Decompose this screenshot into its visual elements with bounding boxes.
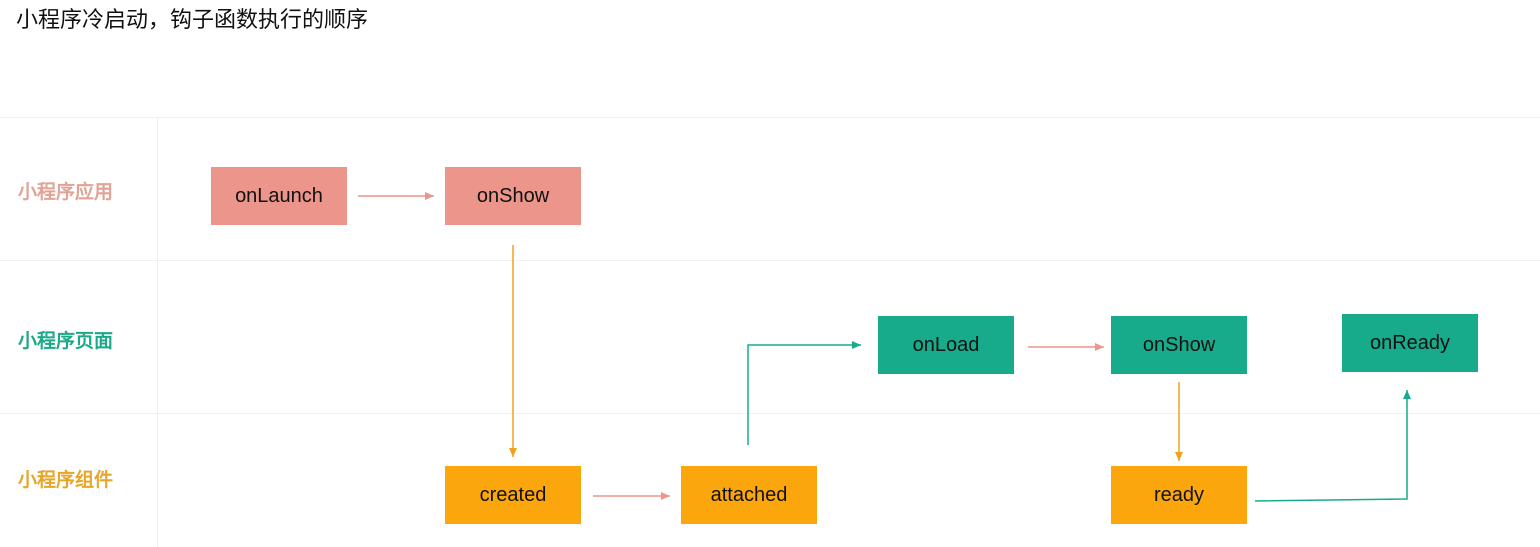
lane-label-app: 小程序应用 <box>18 181 114 203</box>
lane-label-divider <box>157 117 158 547</box>
node-component-ready: ready <box>1111 466 1247 524</box>
node-component-attached: attached <box>681 466 817 524</box>
arrow-ready-to-onready <box>1254 390 1411 502</box>
node-component-created: created <box>445 466 581 524</box>
lane-label-page: 小程序页面 <box>18 330 114 352</box>
node-page-onshow: onShow <box>1111 316 1247 374</box>
arrow-attached-to-onload <box>747 341 861 445</box>
node-app-onshow: onShow <box>445 167 581 225</box>
lane-separator-top <box>0 117 1540 118</box>
node-page-onready: onReady <box>1342 314 1478 372</box>
node-app-onlaunch: onLaunch <box>211 167 347 225</box>
lane-label-component: 小程序组件 <box>18 469 114 491</box>
page-title: 小程序冷启动，钩子函数执行的顺序 <box>16 8 369 33</box>
lane-separator-page-component <box>0 413 1540 414</box>
lane-separator-app-page <box>0 260 1540 261</box>
node-page-onload: onLoad <box>878 316 1014 374</box>
